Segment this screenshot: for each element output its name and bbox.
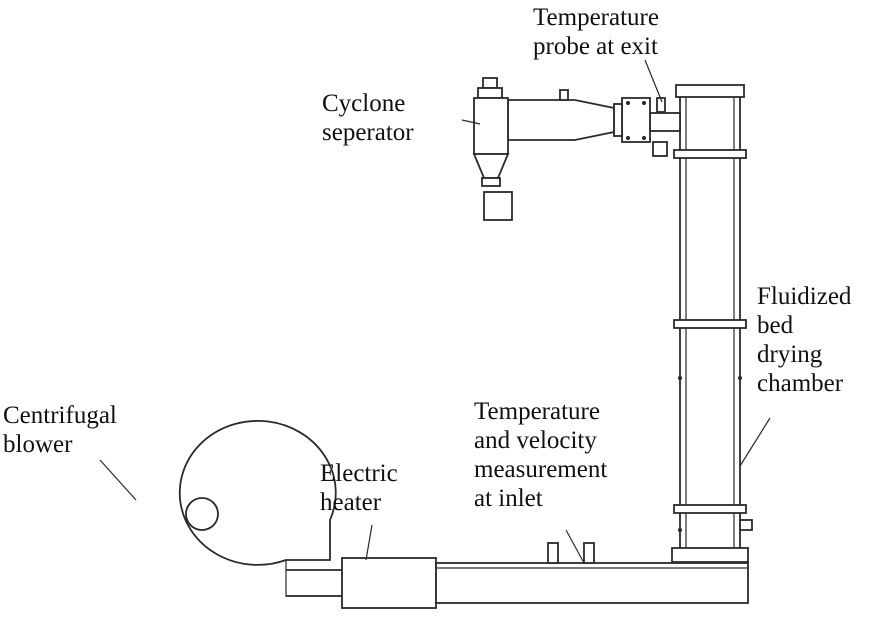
label-cyclone-separator: Cyclone seperator (322, 89, 414, 147)
label-line: Temperature (474, 398, 600, 425)
label-temperature-probe-exit: Temperature probe at exit (533, 3, 659, 61)
cyclone-separator (472, 77, 615, 221)
label-line: chamber (757, 370, 844, 397)
label-inlet-measurement: Temperature and velocity measurement at … (474, 397, 607, 513)
label-line: probe at exit (533, 33, 658, 60)
horizontal-pipe (435, 562, 749, 604)
exit-connector (613, 97, 681, 157)
label-line: Temperature (533, 4, 659, 31)
label-line: blower (3, 431, 73, 458)
label-line: seperator (322, 119, 414, 146)
label-line: heater (320, 489, 382, 516)
label-line: Centrifugal (3, 402, 117, 429)
electric-heater (341, 557, 437, 609)
inlet-probes (547, 542, 595, 564)
label-line: drying (757, 341, 823, 368)
label-line: Fluidized (757, 283, 852, 310)
label-fluidized-bed-chamber: Fluidized bed drying chamber (757, 282, 851, 398)
label-line: and velocity (474, 427, 597, 454)
label-line: measurement (474, 456, 608, 483)
label-line: at inlet (474, 485, 543, 512)
drying-chamber (671, 84, 753, 563)
label-electric-heater: Electric heater (320, 459, 398, 517)
centrifugal-blower (178, 420, 345, 597)
label-line: bed (757, 312, 794, 339)
label-line: Electric (320, 460, 398, 487)
label-line: Cyclone (322, 90, 406, 117)
inlet-duct (286, 569, 345, 597)
label-centrifugal-blower: Centrifugal blower (3, 401, 117, 459)
leader-lines (99, 59, 771, 564)
